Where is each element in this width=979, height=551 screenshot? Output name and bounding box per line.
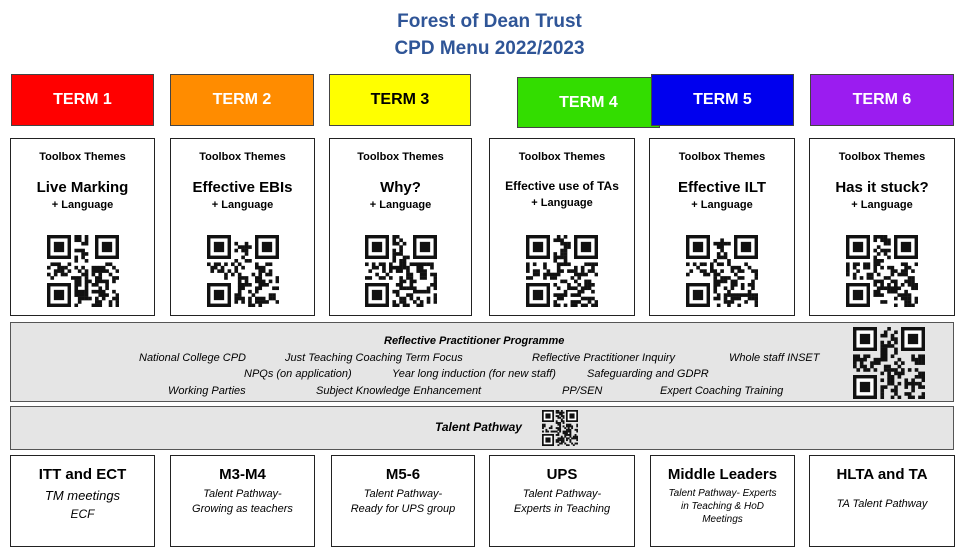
- term-label: TERM 6: [852, 91, 912, 108]
- rpp-item-inset: Whole staff INSET: [729, 352, 820, 364]
- reflective-practitioner-band: Reflective Practitioner Programme Nation…: [10, 322, 954, 402]
- pathway-name: M5-6: [385, 466, 421, 483]
- pathway-card-m5-6: M5-6 Talent Pathway- Ready for UPS group: [331, 455, 475, 547]
- toolbox-heading: Toolbox Themes: [838, 151, 926, 163]
- term-4-header: TERM 4: [517, 77, 660, 128]
- qr-code-icon[interactable]: [542, 410, 579, 451]
- toolbox-card-term-5: Toolbox Themes Effective ILT + Language: [649, 138, 795, 316]
- pathway-name: Middle Leaders: [667, 466, 778, 483]
- toolbox-heading: Toolbox Themes: [357, 151, 444, 163]
- qr-code-icon[interactable]: [686, 235, 759, 312]
- term-label: TERM 4: [559, 93, 618, 111]
- term-6-header: TERM 6: [810, 74, 954, 126]
- pathway-card-hlta-ta: HLTA and TA TA Talent Pathway: [809, 455, 955, 547]
- pathway-description: Talent Pathway- Growing as teachers: [171, 487, 314, 517]
- rpp-item-npqs: NPQs (on application): [244, 368, 352, 380]
- term-3-header: TERM 3: [329, 74, 471, 126]
- pathway-desc-line: Talent Pathway- Experts: [668, 488, 777, 499]
- toolbox-heading: Toolbox Themes: [678, 151, 766, 163]
- pathway-desc-line: Growing as teachers: [192, 503, 293, 515]
- page-subtitle: CPD Menu 2022/2023: [394, 38, 585, 59]
- term-5-header: TERM 5: [651, 74, 794, 126]
- pathway-desc-line: Ready for UPS group: [350, 503, 456, 515]
- term-label: TERM 2: [212, 91, 272, 108]
- rpp-item-ppsen: PP/SEN: [562, 385, 603, 397]
- toolbox-theme: Live Marking: [36, 179, 129, 196]
- pathway-description: Talent Pathway- Ready for UPS group: [332, 487, 474, 517]
- qr-code-icon[interactable]: [206, 235, 279, 312]
- toolbox-theme: Has it stuck?: [835, 179, 929, 196]
- toolbox-card-term-4: Toolbox Themes Effective use of TAs + La…: [489, 138, 635, 316]
- toolbox-theme: Effective ILT: [677, 179, 767, 196]
- pathway-card-m3-m4: M3-M4 Talent Pathway- Growing as teacher…: [170, 455, 315, 547]
- pathway-name: ITT and ECT: [38, 466, 127, 483]
- toolbox-subtitle: + Language: [211, 199, 274, 211]
- talent-pathway-band: Talent Pathway: [10, 406, 954, 450]
- rpp-item-working-parties: Working Parties: [168, 385, 246, 397]
- talent-pathway-title: Talent Pathway: [435, 420, 522, 434]
- term-label: TERM 1: [53, 91, 112, 108]
- pathway-name: HLTA and TA: [836, 466, 928, 483]
- toolbox-theme: Effective EBIs: [192, 179, 293, 196]
- rpp-item-ske: Subject Knowledge Enhancement: [316, 385, 482, 397]
- pathway-desc-line: in Teaching & HoD: [680, 501, 764, 512]
- rpp-item-safeguarding: Safeguarding and GDPR: [587, 368, 709, 380]
- pathway-desc-line: Talent Pathway-: [203, 488, 282, 500]
- toolbox-subtitle: + Language: [369, 199, 432, 211]
- qr-code-icon[interactable]: [526, 235, 599, 312]
- term-label: TERM 3: [370, 91, 430, 108]
- toolbox-subtitle: + Language: [691, 199, 753, 211]
- toolbox-theme: Effective use of TAs: [505, 179, 619, 193]
- rpp-item-rp-inquiry: Reflective Practitioner Inquiry: [532, 352, 676, 364]
- pathway-description: TM meetings ECF: [11, 487, 154, 523]
- toolbox-subtitle: + Language: [851, 199, 913, 211]
- pathway-description: Talent Pathway- Experts in Teaching & Ho…: [651, 487, 794, 526]
- pathway-description: Talent Pathway- Experts in Teaching: [490, 487, 634, 517]
- pathway-card-itt-ect: ITT and ECT TM meetings ECF: [10, 455, 155, 547]
- qr-code-icon[interactable]: [46, 235, 119, 312]
- pathway-description: TA Talent Pathway: [810, 497, 954, 512]
- pathway-desc-line: TM meetings: [44, 488, 121, 503]
- rpp-item-just-teaching: Just Teaching Coaching Term Focus: [285, 352, 463, 364]
- term-1-header: TERM 1: [11, 74, 154, 126]
- pathway-desc-line: Experts in Teaching: [513, 503, 611, 515]
- toolbox-card-term-1: Toolbox Themes Live Marking + Language: [10, 138, 155, 316]
- toolbox-theme: Why?: [380, 179, 421, 196]
- pathway-desc-line: TA Talent Pathway: [836, 498, 928, 510]
- rpp-item-national-college: National College CPD: [139, 352, 246, 364]
- pathway-name: UPS: [546, 466, 578, 483]
- toolbox-card-term-6: Toolbox Themes Has it stuck? + Language: [809, 138, 955, 316]
- rpp-item-coaching: Expert Coaching Training: [660, 385, 784, 397]
- term-2-header: TERM 2: [170, 74, 314, 126]
- toolbox-card-term-3: Toolbox Themes Why? + Language: [329, 138, 472, 316]
- qr-code-icon[interactable]: [846, 235, 919, 312]
- pathway-name: M3-M4: [219, 466, 266, 483]
- pathway-card-middle-leaders: Middle Leaders Talent Pathway- Experts i…: [650, 455, 795, 547]
- pathway-desc-line: Talent Pathway-: [363, 488, 443, 500]
- toolbox-heading: Toolbox Themes: [518, 151, 606, 163]
- toolbox-subtitle: + Language: [51, 199, 114, 211]
- rpp-item-induction: Year long induction (for new staff): [392, 368, 556, 380]
- toolbox-heading: Toolbox Themes: [199, 151, 286, 163]
- qr-code-icon[interactable]: [853, 327, 926, 404]
- page-title: Forest of Dean Trust: [397, 11, 582, 32]
- term-label: TERM 5: [693, 91, 752, 108]
- pathway-desc-line: Meetings: [702, 514, 743, 525]
- pathway-desc-line: Talent Pathway-: [522, 488, 602, 500]
- pathway-card-ups: UPS Talent Pathway- Experts in Teaching: [489, 455, 635, 547]
- reflective-title: Reflective Practitioner Programme: [384, 335, 565, 347]
- toolbox-subtitle: + Language: [531, 197, 593, 209]
- pathway-desc-line: ECF: [70, 507, 95, 521]
- toolbox-card-term-2: Toolbox Themes Effective EBIs + Language: [170, 138, 315, 316]
- toolbox-heading: Toolbox Themes: [39, 151, 126, 163]
- qr-code-icon[interactable]: [364, 235, 437, 312]
